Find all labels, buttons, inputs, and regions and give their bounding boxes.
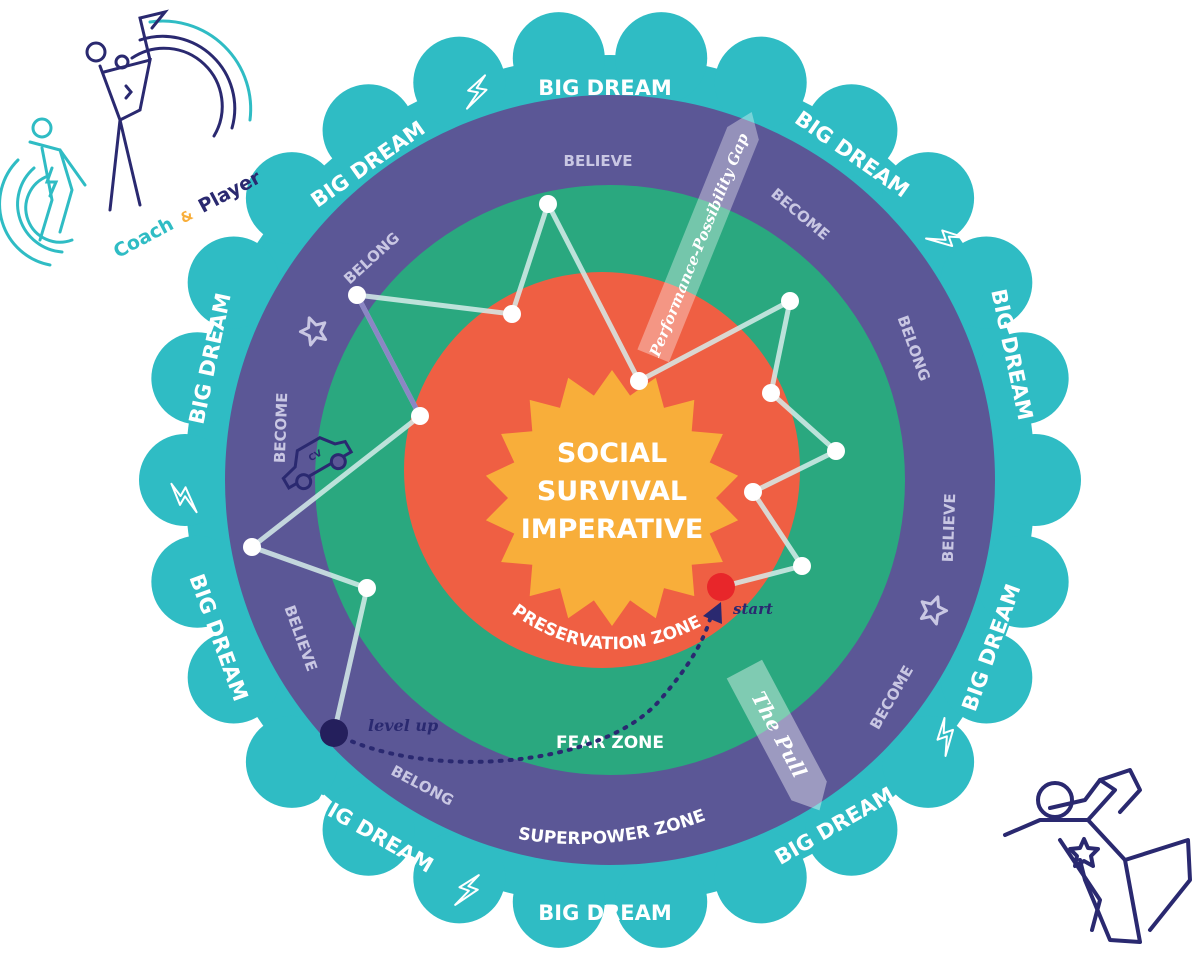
star-icons bbox=[298, 316, 949, 626]
big-dream-scallop bbox=[615, 12, 708, 105]
big-dream-label-top: BIG DREAM bbox=[538, 76, 671, 100]
star-icon bbox=[298, 316, 328, 347]
big-dream-scallop bbox=[187, 631, 280, 724]
journey-node bbox=[539, 195, 557, 213]
journey-node bbox=[411, 407, 429, 425]
big-dream-scallop bbox=[322, 783, 415, 876]
coach-player-logo: Coach & Player bbox=[0, 9, 265, 267]
core-line-3: IMPERATIVE bbox=[521, 514, 704, 545]
fear-zone-label: FEAR ZONE bbox=[556, 733, 664, 753]
level-up-label: level up bbox=[368, 716, 438, 735]
ring-word-become-left: BECOME bbox=[271, 392, 291, 463]
logo-amp: & bbox=[178, 207, 196, 227]
big-dream-scallop bbox=[245, 152, 338, 245]
car-icon: CV bbox=[281, 436, 354, 491]
logo-word-coach: Coach bbox=[110, 213, 177, 263]
big-dream-scallop bbox=[151, 535, 244, 628]
big-dream-scallop bbox=[714, 831, 807, 924]
big-dream-scallop bbox=[882, 152, 975, 245]
journey-node bbox=[793, 557, 811, 575]
big-dream-scallop bbox=[805, 84, 898, 177]
big-dream-scallop bbox=[151, 332, 244, 425]
start-label: start bbox=[733, 600, 773, 618]
ring-word-believe-right: BELIEVE bbox=[939, 493, 959, 563]
level-up-dotted-path bbox=[332, 610, 714, 764]
journey-node bbox=[781, 292, 799, 310]
big-dream-scallop bbox=[187, 236, 280, 329]
big-dream-scallop bbox=[805, 783, 898, 876]
core-line-2: SURVIVAL bbox=[537, 476, 687, 507]
lightning-icon bbox=[936, 717, 955, 757]
big-dream-scallop bbox=[714, 36, 807, 129]
superhero-icon bbox=[1003, 768, 1192, 944]
big-dream-scallop bbox=[615, 855, 708, 948]
big-dream-scallop bbox=[989, 434, 1081, 526]
big-dream-scallop bbox=[976, 535, 1069, 628]
lightning-icon bbox=[454, 874, 480, 906]
start-dot bbox=[707, 573, 735, 601]
big-dream-scallop bbox=[322, 84, 415, 177]
big-dream-scallop bbox=[940, 631, 1033, 724]
core-starburst bbox=[485, 370, 739, 626]
journey-node bbox=[762, 384, 780, 402]
ring-word-believe-top: BELIEVE bbox=[564, 152, 633, 170]
lightning-icon bbox=[170, 482, 198, 514]
big-dream-scallop bbox=[976, 332, 1069, 425]
big-dream-scallop bbox=[245, 715, 338, 808]
journey-node bbox=[243, 538, 261, 556]
journey-nodes bbox=[243, 195, 845, 597]
lightning-icons bbox=[170, 74, 965, 906]
big-dream-scallop bbox=[413, 36, 506, 129]
level-up-arrowhead bbox=[703, 602, 722, 624]
journey-node bbox=[348, 286, 366, 304]
journey-node bbox=[744, 483, 762, 501]
journey-node bbox=[630, 372, 648, 390]
star-icon bbox=[919, 595, 949, 626]
core-label: SOCIAL SURVIVAL IMPERATIVE bbox=[521, 438, 704, 545]
level-up-dot bbox=[320, 719, 348, 747]
big-dream-scallop bbox=[512, 855, 605, 948]
journey-path-accent bbox=[354, 293, 423, 418]
lightning-icon bbox=[465, 74, 488, 110]
big-dream-scallop bbox=[413, 831, 506, 924]
journey-path-line bbox=[249, 201, 839, 734]
lightning-icon bbox=[925, 229, 965, 248]
journey-node bbox=[503, 305, 521, 323]
core-line-1: SOCIAL bbox=[557, 438, 667, 469]
journey-node bbox=[358, 579, 376, 597]
journey-node bbox=[827, 442, 845, 460]
big-dream-scallop bbox=[512, 12, 605, 105]
big-dream-scallop bbox=[940, 236, 1033, 329]
big-dream-label-bottom: BIG DREAM bbox=[538, 901, 671, 925]
big-dream-scallop bbox=[139, 434, 231, 526]
